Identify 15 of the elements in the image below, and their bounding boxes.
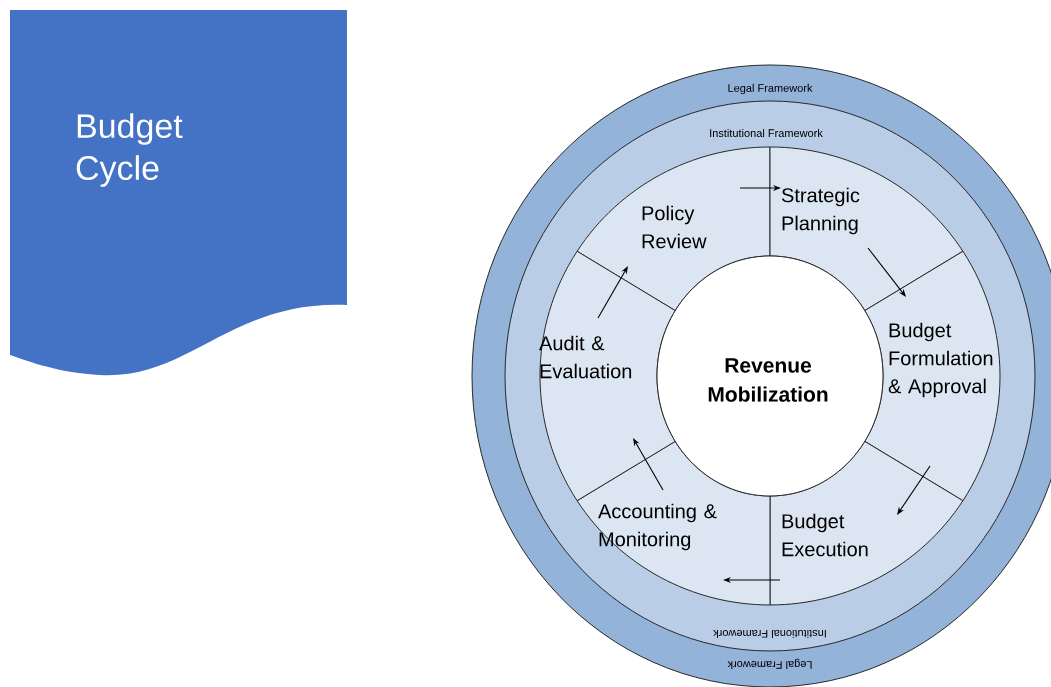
arrow xyxy=(597,266,628,319)
ring-label: Institutional Framework xyxy=(710,128,823,138)
cycle-segment: Budget Execution xyxy=(769,440,964,606)
cycle-segment: Accounting & Monitoring xyxy=(576,440,771,606)
ring-label: Legal Framework xyxy=(728,83,813,95)
cycle-segment: Policy Review xyxy=(576,146,771,312)
cycle-segment: Strategic Planning xyxy=(769,146,964,312)
cycle-segment: Audit & Evaluation xyxy=(539,250,676,502)
title-banner: Budget Cycle xyxy=(10,10,347,375)
ring-label: Legal Framework xyxy=(727,658,812,670)
arrow xyxy=(867,247,906,297)
cycle-segment: Budget Formulation & Approval xyxy=(864,250,1001,502)
arrow xyxy=(897,465,931,515)
ring-label: Institutional Framework xyxy=(713,629,826,638)
arrow xyxy=(633,438,664,491)
